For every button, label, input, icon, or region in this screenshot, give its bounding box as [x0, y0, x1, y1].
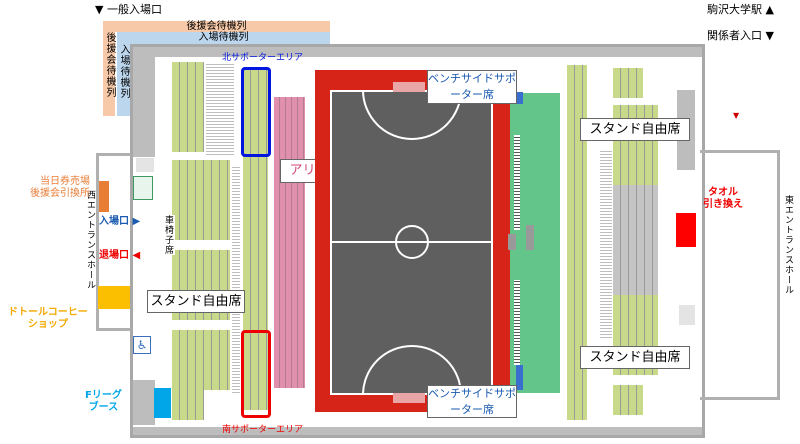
staff-entrance-label: 関係者入口 ▼: [707, 29, 774, 42]
south-wall: [133, 427, 702, 435]
officials-table: [526, 225, 534, 250]
towel-exchange-label: タオル 引き換え: [703, 187, 743, 210]
doutor-label: ドトールコーヒー ショップ: [8, 307, 88, 330]
fleague-booth: [154, 388, 171, 418]
entrance-marker-icon: ▼: [733, 111, 740, 120]
stairs: [600, 150, 612, 340]
bench-marker: [516, 365, 523, 390]
exit-label[interactable]: 退場口 ◀: [99, 250, 141, 261]
stand-free-seat-right-top: スタンド自由席: [580, 118, 690, 141]
goal-south: [393, 393, 425, 403]
fleague-label: Fリーグ ブース: [85, 390, 122, 413]
seat-block: [172, 330, 230, 390]
stairs: [206, 62, 234, 157]
south-supporter-label: 南サポーターエリア: [222, 425, 304, 435]
seat-block: [613, 385, 643, 415]
futsal-court: [330, 90, 493, 395]
towel-exchange-booth: [676, 213, 696, 247]
center-circle: [395, 225, 429, 259]
north-wall: [133, 47, 702, 57]
bench-supporter-bottom-label: ベンチサイドサポーター席: [427, 385, 517, 418]
restroom-icon-right: [679, 305, 695, 325]
entry-queue-vertical: 入場待機列: [117, 44, 130, 116]
seat-block: [172, 62, 204, 152]
north-supporter-label: 北サポーターエリア: [222, 53, 304, 63]
supporters-queue-bar: 後援会待機列: [103, 21, 330, 32]
north-supporter-area[interactable]: [241, 67, 271, 157]
entrance-label[interactable]: 入場口 ▶: [99, 216, 141, 227]
east-hall-label: 東エントランスホール: [783, 195, 793, 295]
supporters-queue-vertical: 後援会待機列: [103, 32, 115, 116]
officials-table: [508, 234, 516, 250]
arena-seats[interactable]: [274, 97, 305, 388]
supporter-seat-block: [243, 70, 268, 410]
seat-block: [613, 105, 658, 185]
west-entrance-hall: [96, 153, 131, 331]
entry-queue-bar: 入場待機列: [117, 32, 330, 44]
wheelchair-seat-label: 車椅子席: [162, 215, 175, 255]
stand-free-seat-right-bottom: スタンド自由席: [580, 346, 690, 369]
bench: [514, 280, 520, 365]
ticket-booth: [99, 181, 109, 212]
bench: [514, 135, 520, 230]
station-label: 駒沢大学駅 ▲: [707, 3, 774, 16]
goal-north: [393, 82, 425, 92]
ticket-booth-label: 当日券売場 後援会引換所: [30, 176, 90, 199]
doutor-shop: [98, 286, 130, 309]
bench-supporter-top-label: ベンチサイドサポーター席: [427, 70, 517, 104]
east-entrance-hall: [700, 150, 780, 400]
seat-block: [172, 390, 204, 420]
west-hall-label: 西エントランスホール: [85, 190, 95, 290]
seat-block: [613, 68, 643, 98]
seat-block: [172, 160, 230, 240]
stand-free-seat-left: スタンド自由席: [147, 290, 245, 313]
stairs: [232, 165, 240, 395]
seat-block-gray: [613, 185, 658, 295]
west-wall-top: [133, 57, 155, 157]
west-wall-bottom: [133, 380, 155, 425]
seat-block: [567, 65, 587, 420]
restroom-icon: [136, 158, 154, 172]
south-supporter-area[interactable]: [241, 330, 271, 418]
general-entrance-label: ▼ 一般入場口: [95, 3, 162, 16]
accessibility-icon: ♿: [133, 336, 151, 354]
bench-marker: [516, 92, 523, 104]
emergency-exit-icon: [133, 176, 153, 200]
